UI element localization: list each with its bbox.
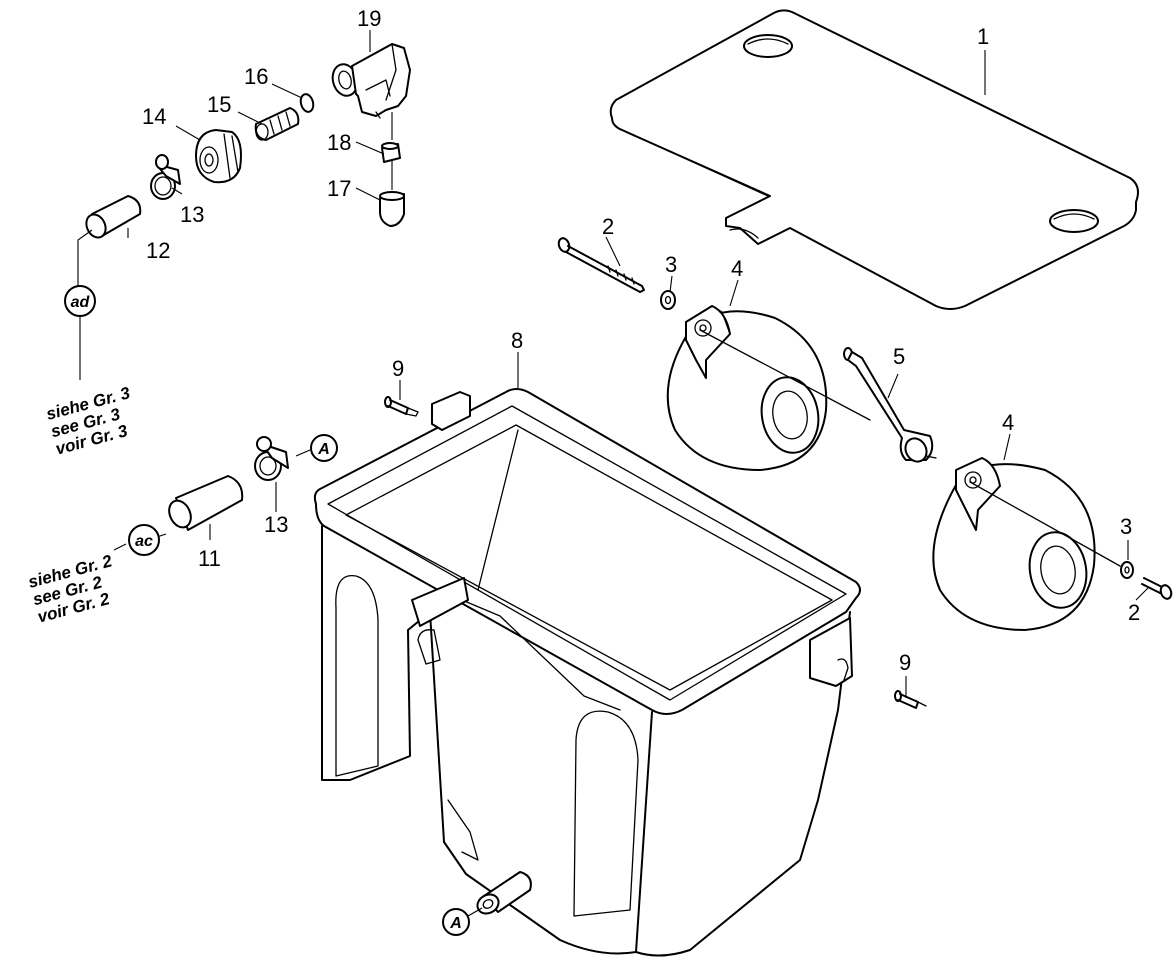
label-2-lower: 2 — [1128, 600, 1140, 625]
label-3-lower: 3 — [1120, 514, 1132, 539]
part-12-hose — [85, 195, 142, 239]
badge-ad-text: ad — [71, 294, 91, 311]
leader-lines — [77, 30, 1149, 917]
badge-a-upper: A — [310, 434, 338, 462]
label-9-right: 9 — [899, 650, 911, 675]
part-3-washer-lower — [1120, 561, 1134, 579]
part-4-wheel-upper — [666, 305, 871, 471]
part-11-hose — [168, 475, 244, 531]
label-17: 17 — [327, 176, 351, 201]
label-8: 8 — [511, 328, 523, 353]
label-15: 15 — [207, 92, 231, 117]
part-9-screw-right — [894, 690, 927, 709]
badge-ac-text: ac — [135, 533, 153, 550]
part-1-cover-plate — [609, 9, 1139, 310]
label-1: 1 — [977, 24, 989, 49]
part-8-tank — [313, 388, 861, 957]
label-5: 5 — [893, 344, 905, 369]
part-17-cap — [379, 191, 405, 227]
label-3-upper: 3 — [665, 252, 677, 277]
label-2-upper: 2 — [602, 214, 614, 239]
part-15-nipple — [254, 107, 300, 141]
label-12: 12 — [146, 238, 170, 263]
label-13-lower: 13 — [264, 512, 288, 537]
part-3-washer-top — [660, 290, 676, 310]
label-13-upper: 13 — [180, 202, 204, 227]
badge-a-lower-text: A — [449, 915, 462, 932]
part-14-union-nut — [195, 129, 242, 184]
badge-a-upper-text: A — [317, 441, 330, 458]
label-9-left: 9 — [392, 356, 404, 381]
part-2-bolt-short — [1141, 577, 1173, 600]
part-numbers: 1 2 3 4 5 4 3 2 8 9 9 11 12 13 13 14 15 … — [142, 6, 1140, 675]
label-14: 14 — [142, 104, 166, 129]
part-2-bolt-long — [557, 237, 645, 293]
badge-ad: ad — [64, 285, 96, 317]
reference-gr2: siehe Gr. 2 see Gr. 2 voir Gr. 2 — [26, 551, 115, 627]
part-4-wheel-lower — [932, 457, 1121, 631]
part-13-hose-clamp-lower — [254, 436, 289, 481]
part-19-elbow-fitting — [331, 43, 411, 119]
label-4-lower: 4 — [1002, 410, 1014, 435]
badge-a-lower: A — [442, 908, 470, 936]
label-16: 16 — [244, 64, 268, 89]
part-9-screw-left — [384, 396, 419, 417]
label-4-upper: 4 — [731, 256, 743, 281]
badge-ac: ac — [128, 524, 160, 556]
label-19: 19 — [357, 6, 381, 31]
part-18-plug — [381, 142, 401, 163]
part-16-o-ring — [299, 93, 315, 113]
label-11: 11 — [198, 546, 221, 571]
label-18: 18 — [327, 130, 351, 155]
reference-gr3: siehe Gr. 3 see Gr. 3 voir Gr. 3 — [44, 383, 133, 459]
part-5-axle — [843, 347, 937, 463]
part-13-hose-clamp-upper — [150, 154, 181, 200]
